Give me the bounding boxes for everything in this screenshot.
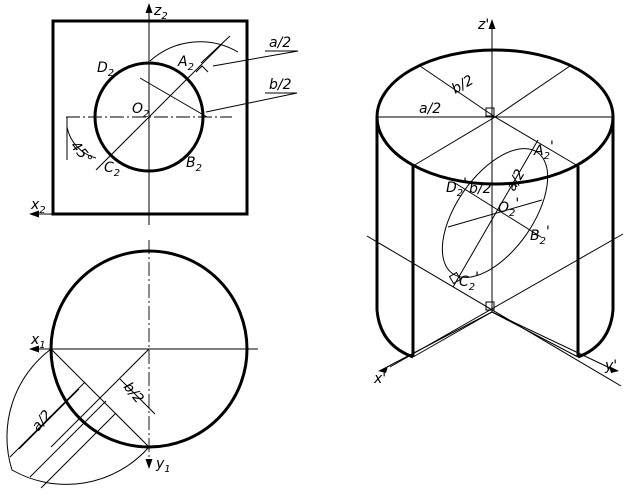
front-dimension-arc	[149, 41, 239, 62]
axo-top-a-half-label: a/2	[419, 101, 441, 117]
axo-x-axis-ext	[386, 311, 493, 368]
top-x-arrow	[29, 345, 39, 353]
a-half-leader	[212, 50, 299, 67]
axo-point-a-label: A2'	[533, 139, 554, 162]
front-a-half-label: a/2	[269, 35, 291, 51]
axo-bottom-line-2	[491, 311, 579, 358]
top-a-half-ext-1	[9, 381, 86, 458]
angle-arc	[66, 126, 97, 159]
front-point-c-label: C2	[104, 160, 120, 179]
front-diagonal-db	[139, 77, 208, 118]
axo-inner-ellipse	[441, 148, 549, 278]
front-z-axis-label: z2	[153, 3, 168, 22]
axo-point-c-label: C2'	[459, 270, 479, 293]
axo-bottom-right-angle	[485, 301, 495, 311]
front-b-half-label: b/2	[269, 77, 292, 93]
axo-x-axis-label: x'	[373, 371, 386, 387]
front-z-arrow	[145, 3, 153, 13]
front-diagonal-ac	[95, 43, 223, 171]
axo-diagonal	[389, 233, 624, 368]
axo-point-b-label: B2'	[530, 224, 550, 247]
top-outer-arc	[6, 348, 52, 471]
front-point-a-label: A2	[177, 54, 194, 73]
axo-x-axis	[366, 235, 622, 387]
front-point-d-label: D2	[97, 60, 114, 79]
axo-bottom-line-1	[412, 311, 493, 358]
top-diagonal-2	[50, 348, 150, 448]
front-view: 45° z2 x2 D2 A2 O2 C2 B2 a/2 b/2	[29, 3, 299, 225]
top-x-axis-label: x1	[30, 332, 46, 351]
top-a-half-dim-line-2	[29, 400, 107, 478]
top-a-half-label: a/2	[29, 407, 56, 434]
axo-z-arrow	[488, 19, 496, 29]
top-view: x1 y1 a/2 b/2	[6, 240, 258, 489]
axo-inner-axis-2	[454, 182, 542, 238]
axo-bottom-left-arc	[375, 309, 414, 359]
front-square	[51, 19, 249, 216]
axo-y-axis-label: y'	[604, 358, 617, 374]
front-x-arrow	[29, 210, 39, 218]
axo-z-axis-label: z'	[477, 17, 489, 33]
top-y-arrow	[145, 459, 153, 469]
axonometric-view: z' x' y' a/2 b/2 a/2 b/2 A2' D2' O2' B2'…	[366, 17, 624, 387]
a-half-ext-1	[200, 35, 231, 64]
top-a-half-dim-line	[18, 388, 80, 450]
axo-top-diag-b	[494, 116, 579, 167]
front-circle	[93, 61, 205, 173]
top-a-half-ext-2	[40, 412, 117, 489]
axo-x-arrow	[378, 366, 388, 373]
top-outer-arc-2	[11, 446, 150, 485]
a2-marker	[195, 65, 209, 73]
axo-top-minor-right	[494, 65, 571, 118]
axo-top-b-half-label: b/2	[449, 72, 477, 97]
axo-top-minor-left	[419, 65, 496, 118]
front-point-o-label: O2	[132, 101, 149, 120]
axo-top-right-angle	[485, 107, 495, 117]
top-y-axis-label: y1	[155, 456, 171, 475]
axo-bottom-right-arc	[577, 309, 615, 359]
b-half-leader	[205, 92, 298, 113]
axo-ellipse-a-half-label: a/2	[504, 167, 529, 194]
axo-top-diag-a	[412, 116, 496, 167]
axo-y-axis	[491, 311, 613, 370]
front-point-b-label: B2	[186, 155, 202, 174]
axo-point-o-label: O2'	[498, 196, 519, 219]
front-x-axis-label: x2	[30, 197, 46, 216]
axo-y-arrow	[609, 366, 619, 373]
top-b-half-ext	[119, 378, 156, 415]
angle-label: 45°	[67, 138, 95, 167]
axo-point-d-label: D2'	[446, 176, 467, 199]
axo-inner-right-angle	[448, 271, 462, 285]
axo-ellipse-b-half-label: b/2	[469, 181, 492, 197]
axo-inner-axis-3	[447, 199, 543, 228]
